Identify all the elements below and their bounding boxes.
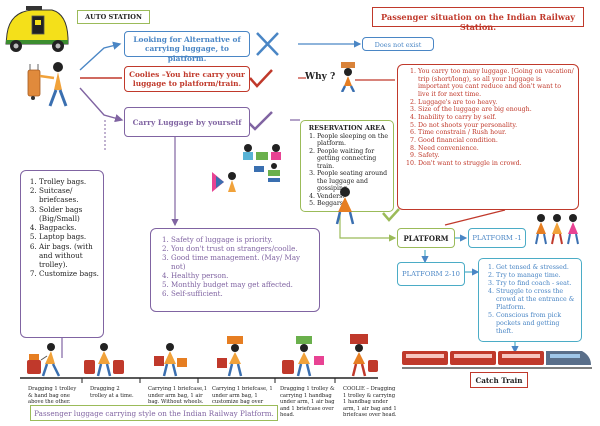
bag-type-item: Trolley bags. — [39, 177, 99, 186]
reservation-list: People sleeping on the platform.People w… — [305, 133, 389, 207]
reservation-area-box: RESERVATION AREA People sleeping on the … — [300, 120, 394, 212]
self-benefits-list: Safety of luggage is priority.You don't … — [155, 235, 315, 299]
style-figure-6-coolie-icon — [350, 334, 378, 377]
style-figure-5-icon — [282, 336, 324, 377]
coolie-carrying-icon — [335, 187, 355, 225]
style-caption-3: Carrying 1 briefcase,1 under arm bag, 1 … — [148, 386, 208, 405]
style-caption-1: Dragging 1 trolley & hand bag one above … — [28, 386, 77, 405]
self-benefit-item: Monthly budget may get affected. — [171, 280, 315, 289]
alternative-option-label: Looking for Alternative of carrying lugg… — [133, 35, 241, 63]
passenger-arrow-icon — [212, 172, 236, 192]
self-benefits-box: Safety of luggage is priority.You don't … — [150, 228, 320, 312]
passenger-with-luggage-icon — [27, 62, 68, 107]
coolies-option-box: Coolies –You hire carry your luggage to … — [124, 66, 250, 92]
bag-types-list: Trolley bags.Suitcase/ briefcases.Solder… — [25, 177, 99, 278]
main-title: Passenger situation on the Indian Railwa… — [380, 12, 576, 32]
self-benefit-item: You don't trust on strangers/coolle. — [171, 244, 315, 253]
platform-1-box: PLATFORM -1 — [468, 228, 526, 248]
auto-rickshaw-icon — [5, 6, 69, 52]
bag-type-item: Customize bags. — [39, 269, 99, 278]
style-figure-2-icon — [84, 343, 124, 377]
why-reason-item: Inability to carry by self. — [418, 114, 574, 122]
styles-title: Passenger luggage carrying style on the … — [34, 409, 274, 418]
platform-1-label: PLATFORM -1 — [472, 234, 522, 242]
not-exist-box: Does not exist — [362, 37, 434, 51]
why-reasons-list: You carry too many luggage. [Going on va… — [402, 68, 574, 168]
why-reason-item: Safety. — [418, 152, 574, 160]
platform-step-item: Conscious from pick pockets and getting … — [496, 312, 578, 336]
reservation-title: RESERVATION AREA — [308, 124, 386, 132]
coolie-figure-icon — [340, 62, 356, 92]
main-title-box: Passenger situation on the Indian Railwa… — [372, 7, 584, 32]
why-reason-item: Good financial condition. — [418, 137, 574, 145]
style-caption-6: COOLIE – Dragging 1 trolley & carrying 1… — [343, 386, 397, 418]
not-exist-label: Does not exist — [374, 40, 422, 49]
platform-steps-box: Get tensed & stressed.Try to manage time… — [478, 258, 582, 342]
platform-step-item: Try to manage time. — [496, 272, 578, 280]
platform-2-10-box: PLATFORM 2-10 — [397, 262, 465, 286]
platform-step-item: Struggle to cross the crowd at the entra… — [496, 288, 578, 312]
platform-step-item: Try to find coach - seat. — [496, 280, 578, 288]
why-reason-item: Do not shoots your personality. — [418, 122, 574, 130]
self-benefit-item: Safety of luggage is priority. — [171, 235, 315, 244]
reservation-item: People sleeping on the platform. — [317, 133, 389, 148]
self-benefit-item: Good time management. (May/ May not) — [171, 253, 315, 271]
platform-crowd-icon — [535, 214, 579, 245]
why-reasons-box: You carry too many luggage. [Going on va… — [397, 64, 579, 210]
reservation-item: Venders. — [317, 193, 389, 200]
reservation-item: People seating around the luggage and go… — [317, 170, 389, 192]
bag-type-item: Air bags. (with and without trolley). — [39, 242, 99, 270]
why-label: Why ? — [305, 72, 336, 82]
self-benefit-item: Healthy person. — [171, 271, 315, 280]
alternative-option-box: Looking for Alternative of carrying lugg… — [124, 31, 250, 63]
reservation-item: People waiting for getting connecting tr… — [317, 148, 389, 170]
style-figure-4-icon — [217, 336, 243, 377]
style-caption-5: Dragging 1 trolley & carrying 1 handbag … — [280, 386, 335, 418]
waiting-people-icon — [243, 144, 281, 182]
why-reason-item: Size of the luggage are big enough. — [418, 106, 574, 114]
platform-2-10-label: PLATFORM 2-10 — [402, 270, 460, 278]
reservation-item: Beggars. — [317, 200, 389, 207]
platform-step-item: Get tensed & stressed. — [496, 264, 578, 272]
coolies-option-label: Coolies –You hire carry your luggage to … — [129, 70, 245, 89]
why-reason-item: You carry too many luggage. [Going on va… — [418, 68, 574, 99]
catch-train-label: Catch Train — [475, 376, 523, 385]
auto-station-label: AUTO STATION — [85, 13, 142, 21]
platform-steps-list: Get tensed & stressed.Try to manage time… — [482, 264, 578, 336]
why-reason-item: Need convenience. — [418, 145, 574, 153]
why-reason-item: Don't want to struggle in crowd. — [418, 160, 574, 168]
platform-main-box: PLATFORM — [397, 228, 455, 248]
catch-train-box: Catch Train — [470, 372, 528, 388]
style-figure-3-icon — [154, 343, 187, 377]
style-caption-2: Dragging 2 trolley at a time. — [90, 386, 134, 399]
self-benefit-item: Self-sufficient. — [171, 289, 315, 298]
by-yourself-option-box: Carry Luggage by yourself — [124, 107, 250, 137]
why-reason-item: Luggage's are too heavy. — [418, 99, 574, 107]
styles-title-box: Passenger luggage carrying style on the … — [30, 405, 278, 421]
platform-main-label: PLATFORM — [403, 234, 449, 243]
by-yourself-option-label: Carry Luggage by yourself — [132, 118, 242, 127]
bag-type-item: Solder bags (Big/Small) — [39, 205, 99, 223]
why-reason-item: Time constrain / Rush hour. — [418, 129, 574, 137]
auto-station-box: AUTO STATION — [77, 10, 150, 24]
bag-type-item: Bagpacks. — [39, 223, 99, 232]
train-icon — [402, 351, 592, 369]
bag-type-item: Suitcase/ briefcases. — [39, 186, 99, 204]
bag-type-item: Laptop bags. — [39, 232, 99, 241]
style-figure-1-icon — [27, 343, 61, 377]
bag-types-box: Trolley bags.Suitcase/ briefcases.Solder… — [20, 170, 104, 338]
